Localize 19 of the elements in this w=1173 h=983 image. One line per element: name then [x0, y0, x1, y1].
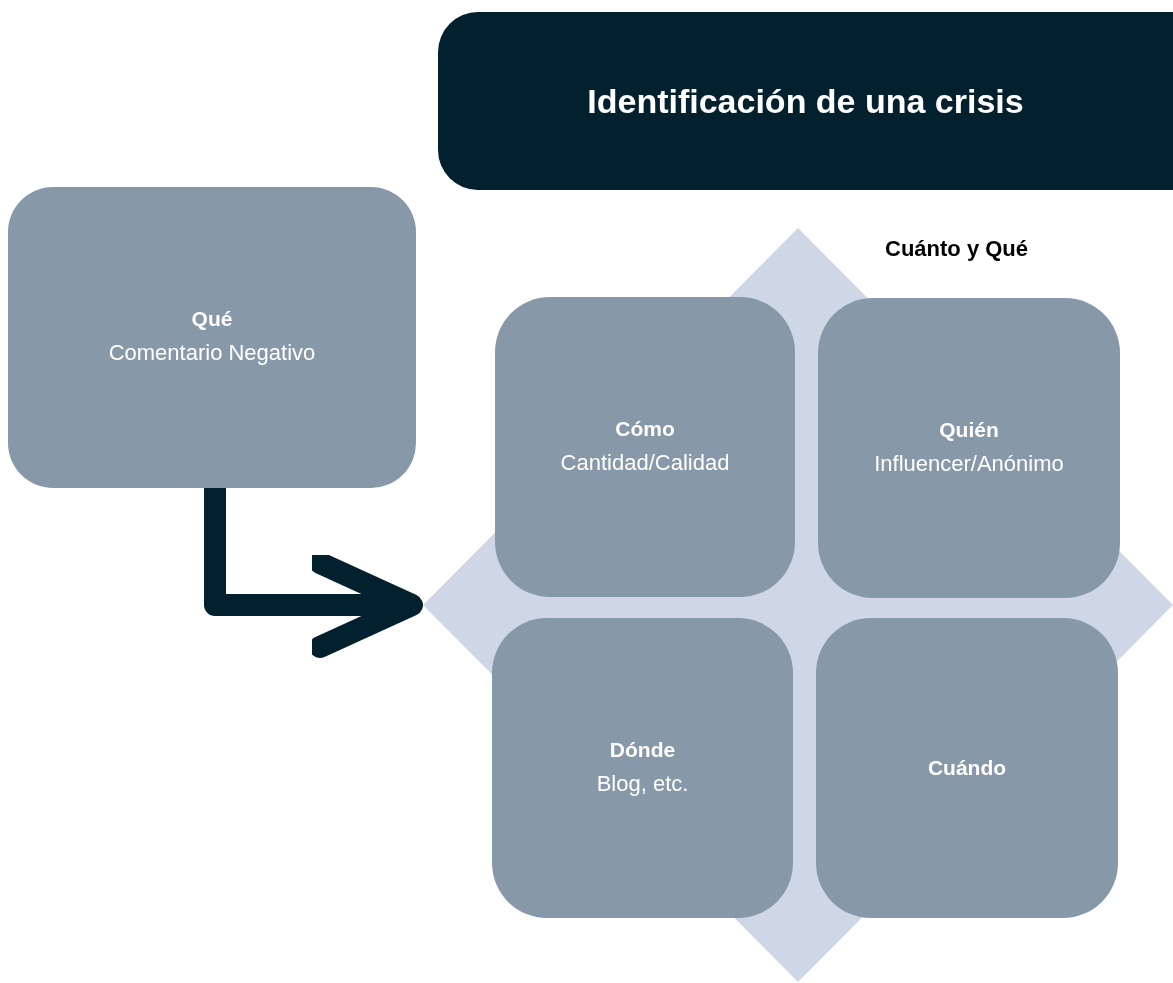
process-box [8, 187, 416, 488]
box-heading: Cómo [615, 416, 675, 441]
box-heading: Qué [191, 307, 233, 332]
box-text: Comentario Negativo [108, 339, 316, 368]
quadrant-box [492, 618, 793, 918]
diamond-heading: Cuánto y Qué [885, 236, 1028, 262]
box-text: Cantidad/Calidad [560, 448, 730, 477]
quadrant-box [816, 618, 1118, 918]
diamond-shape [423, 228, 1173, 982]
title-banner [438, 12, 1173, 190]
arrow [204, 488, 423, 658]
box-text: Blog, etc. [596, 769, 689, 798]
box-heading: Quién [939, 417, 999, 442]
box-heading: Cuándo [927, 756, 1007, 780]
quadrant-box [495, 297, 795, 597]
box-text: Influencer/Anónimo [874, 449, 1064, 478]
heading: Identificación de una crisis [587, 81, 1024, 121]
box-heading: Dónde [609, 737, 676, 762]
quadrant-box [818, 298, 1120, 598]
